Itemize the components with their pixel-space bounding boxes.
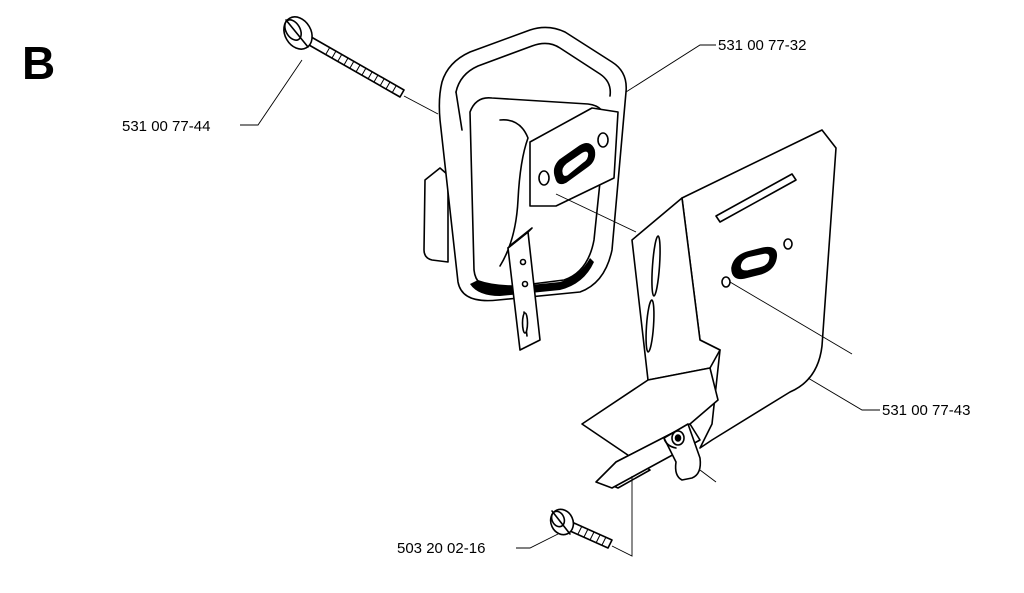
assembly-lines	[403, 95, 853, 557]
muffler	[423, 26, 628, 351]
part-label-bolt: 531 00 77-44	[122, 118, 211, 135]
part-label-muffler: 531 00 77-32	[718, 37, 807, 54]
section-letter: B	[22, 37, 56, 89]
small-screw	[549, 508, 613, 549]
part-label-screw: 503 20 02-16	[397, 540, 486, 557]
long-bolt	[283, 16, 405, 98]
leader-lines	[240, 44, 880, 549]
part-label-bracket: 531 00 77-43	[882, 402, 971, 419]
deflector-bracket	[581, 129, 837, 489]
